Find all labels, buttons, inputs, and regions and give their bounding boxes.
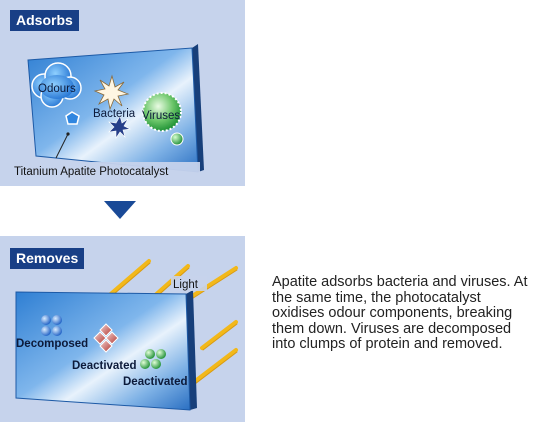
virus-ball-icon xyxy=(142,92,184,146)
decomposed-label: Decomposed xyxy=(16,338,88,350)
removes-panel: Light Decomposed Deactivated Deactivated… xyxy=(0,236,245,422)
viruses-label: Viruses xyxy=(142,110,180,122)
light-label-backdrop xyxy=(171,276,207,291)
caption-leader-line xyxy=(55,133,69,159)
adsorbs-panel: Odours Bacteria Viruses Titanium Apatite… xyxy=(0,0,245,186)
bacteria-star-icon xyxy=(93,74,131,139)
deactivated-diamond-icon xyxy=(93,323,119,353)
caption-leader-dot xyxy=(66,132,70,136)
plate-edge xyxy=(186,290,197,410)
deactivated-label-1: Deactivated xyxy=(72,360,137,372)
virus-clump-icon xyxy=(140,349,166,369)
adsorbs-tag: Adsorbs xyxy=(10,10,79,31)
pentagon-particle-icon xyxy=(65,111,80,125)
adsorbs-diagram: Odours Bacteria Viruses Titanium Apatite… xyxy=(8,44,204,178)
removes-tag: Removes xyxy=(10,248,85,269)
down-triangle-icon xyxy=(104,201,136,219)
bacteria-label: Bacteria xyxy=(93,108,136,120)
removes-diagram: Light Decomposed Deactivated Deactivated xyxy=(15,259,238,411)
light-ray-icon xyxy=(104,259,238,384)
odours-label: Odours xyxy=(38,83,76,95)
caption-backdrop xyxy=(8,162,200,178)
odour-cloud-icon xyxy=(31,62,82,108)
protein-clump-icon xyxy=(41,315,62,336)
photocatalyst-caption: Titanium Apatite Photocatalyst xyxy=(14,166,169,178)
description-text: Apatite adsorbs bacteria and viruses. At… xyxy=(272,274,528,352)
plate-edge xyxy=(192,44,204,172)
deactivated-label-2: Deactivated xyxy=(123,376,188,388)
light-label: Light xyxy=(173,279,199,291)
